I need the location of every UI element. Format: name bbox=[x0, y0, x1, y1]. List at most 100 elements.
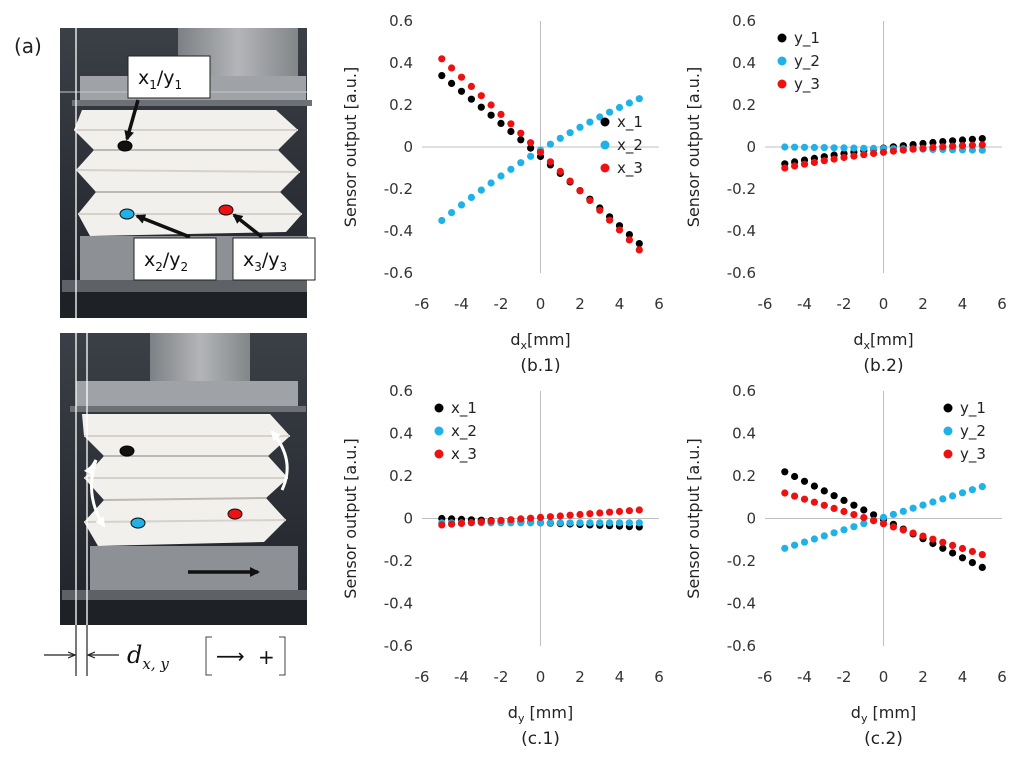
data-point-y1 bbox=[791, 472, 799, 481]
legend-marker bbox=[434, 403, 444, 413]
data-point-y2 bbox=[899, 507, 907, 515]
data-point-x3 bbox=[467, 82, 475, 90]
data-point-y2 bbox=[840, 526, 848, 534]
legend-label: y_3 bbox=[960, 445, 986, 464]
x-tick-label: -2 bbox=[494, 295, 509, 313]
data-point-y3 bbox=[919, 144, 927, 152]
data-point-y1 bbox=[968, 559, 977, 567]
panel-caption: (c.1) bbox=[521, 729, 560, 749]
data-point-y1 bbox=[958, 136, 967, 144]
y-tick-label: 0.2 bbox=[732, 467, 756, 485]
x-tick-label: -4 bbox=[454, 295, 469, 313]
data-point-x2 bbox=[596, 113, 604, 121]
data-point-y1 bbox=[800, 477, 809, 485]
y-tick-label: -0.2 bbox=[727, 552, 756, 570]
legend-marker bbox=[434, 449, 444, 459]
x-tick-label: 0 bbox=[536, 295, 546, 313]
data-point-x2 bbox=[527, 152, 535, 160]
data-point-y1 bbox=[978, 135, 986, 143]
data-point-x3 bbox=[635, 506, 643, 514]
data-point-y2 bbox=[978, 146, 986, 154]
data-point-y2 bbox=[781, 143, 789, 151]
data-point-x2 bbox=[487, 179, 495, 187]
data-point-y1 bbox=[939, 138, 947, 146]
x-axis-label: dy [mm] bbox=[851, 703, 916, 725]
data-point-x3 bbox=[487, 517, 495, 525]
data-point-y3 bbox=[830, 504, 838, 512]
data-point-y2 bbox=[781, 544, 789, 552]
data-point-y2 bbox=[850, 523, 858, 531]
sensor-dot-red-shifted bbox=[227, 508, 243, 520]
data-point-x3 bbox=[576, 510, 584, 519]
data-point-x1 bbox=[497, 119, 505, 127]
data-point-x2 bbox=[566, 519, 574, 527]
data-point-y3 bbox=[820, 501, 828, 509]
x-tick-label: 0 bbox=[536, 668, 546, 686]
data-point-x2 bbox=[497, 172, 505, 180]
y-axis-label: Sensor output [a.u.] bbox=[684, 438, 703, 598]
sensor-dot-blue-shifted bbox=[130, 517, 146, 529]
data-point-x3 bbox=[635, 246, 643, 254]
data-point-x3 bbox=[606, 216, 614, 224]
data-point-y3 bbox=[870, 149, 878, 157]
legend-marker bbox=[434, 426, 444, 436]
data-point-x2 bbox=[625, 99, 634, 107]
data-point-x2 bbox=[625, 519, 634, 527]
legend-marker bbox=[777, 79, 787, 89]
legend-label: x_3 bbox=[617, 159, 643, 178]
data-point-x3 bbox=[566, 511, 574, 519]
data-point-x1 bbox=[457, 87, 466, 95]
y-tick-label: 0.6 bbox=[389, 382, 413, 400]
data-point-y1 bbox=[978, 563, 986, 572]
panel-label-a: (a) bbox=[14, 34, 42, 58]
data-point-y3 bbox=[840, 507, 848, 516]
data-point-y3 bbox=[860, 151, 868, 159]
x-tick-label: -2 bbox=[494, 668, 509, 686]
x-tick-label: 2 bbox=[918, 668, 928, 686]
y-tick-label: 0 bbox=[746, 510, 756, 528]
data-point-x3 bbox=[606, 508, 614, 516]
data-point-y3 bbox=[949, 541, 957, 550]
y-axis-label: Sensor output [a.u.] bbox=[341, 438, 360, 598]
data-point-y3 bbox=[939, 143, 947, 151]
y-tick-label: -0.2 bbox=[727, 180, 756, 198]
data-point-x3 bbox=[536, 513, 545, 522]
data-point-y3 bbox=[909, 145, 917, 153]
data-point-y3 bbox=[860, 514, 868, 522]
data-point-x3 bbox=[615, 226, 624, 234]
data-point-x3 bbox=[625, 236, 634, 244]
data-point-x3 bbox=[527, 514, 535, 522]
y-tick-label: 0.6 bbox=[732, 382, 756, 400]
data-point-x1 bbox=[527, 144, 535, 152]
data-point-y1 bbox=[949, 137, 957, 145]
x-tick-label: 6 bbox=[997, 295, 1007, 313]
legend-label: y_3 bbox=[794, 75, 820, 94]
data-point-y1 bbox=[870, 511, 878, 519]
data-point-y3 bbox=[820, 157, 828, 165]
sensor-label-1: x1/y1 bbox=[127, 55, 211, 99]
data-point-y3 bbox=[899, 146, 907, 154]
data-point-x3 bbox=[625, 507, 634, 515]
data-point-y3 bbox=[850, 152, 858, 160]
data-point-x3 bbox=[536, 148, 545, 156]
x-tick-label: 4 bbox=[958, 668, 968, 686]
y-tick-label: 0.2 bbox=[389, 467, 413, 485]
data-point-y3 bbox=[879, 148, 888, 156]
data-point-x2 bbox=[596, 519, 604, 527]
data-point-x3 bbox=[615, 507, 624, 516]
data-point-y3 bbox=[978, 141, 986, 149]
x-axis-label: dx[mm] bbox=[853, 330, 913, 352]
data-point-y2 bbox=[909, 504, 917, 512]
data-point-x2 bbox=[586, 118, 594, 126]
data-point-x2 bbox=[448, 209, 456, 217]
y-axis-label: Sensor output [a.u.] bbox=[684, 67, 703, 227]
y-tick-label: -0.2 bbox=[384, 552, 413, 570]
data-point-y1 bbox=[929, 138, 937, 147]
data-point-y1 bbox=[820, 487, 828, 495]
y-tick-label: 0.4 bbox=[732, 425, 756, 443]
y-tick-label: 0.6 bbox=[389, 12, 413, 30]
data-point-y2 bbox=[860, 520, 868, 528]
data-point-y2 bbox=[820, 532, 828, 540]
x-axis-label: dy [mm] bbox=[508, 703, 573, 725]
